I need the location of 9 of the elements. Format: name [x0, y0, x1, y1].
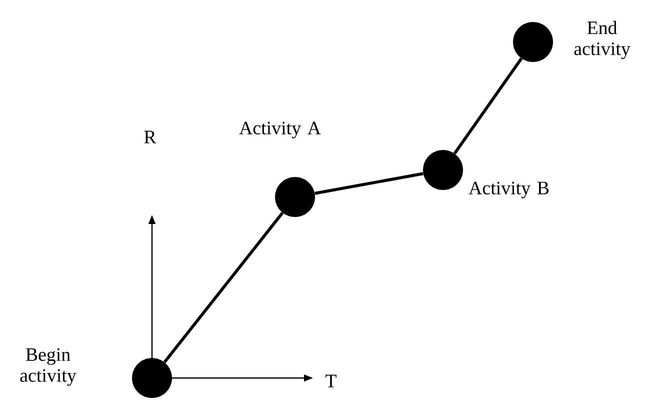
connector-line	[453, 58, 523, 154]
node-label: Activity A	[239, 122, 321, 138]
node-label: Begin activity	[20, 348, 76, 386]
axis-label: R	[144, 130, 156, 144]
axis-label: T	[326, 374, 336, 388]
node-label: End activity	[574, 20, 630, 60]
node-label: Activity B	[468, 182, 549, 198]
connector-line	[163, 212, 284, 364]
connector-line	[314, 172, 424, 195]
